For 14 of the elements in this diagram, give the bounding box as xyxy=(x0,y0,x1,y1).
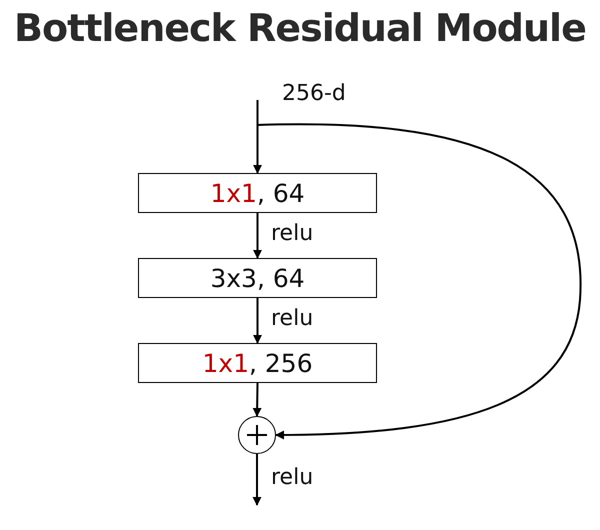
arrow xyxy=(253,213,262,259)
title: Bottleneck Residual Module xyxy=(14,6,586,50)
arrow xyxy=(252,454,262,506)
arrow xyxy=(253,298,262,344)
arrow xyxy=(253,100,262,174)
layer-label: 1x1, 64 xyxy=(210,178,305,208)
layer-label: 3x3, 64 xyxy=(210,264,305,292)
arrow xyxy=(256,123,581,440)
layer-box xyxy=(138,343,377,383)
layer-label: 1x1, 256 xyxy=(202,348,313,378)
arrow xyxy=(252,382,262,417)
sum-circle xyxy=(238,416,276,454)
layer-box xyxy=(138,173,377,213)
layer-box xyxy=(138,258,377,298)
